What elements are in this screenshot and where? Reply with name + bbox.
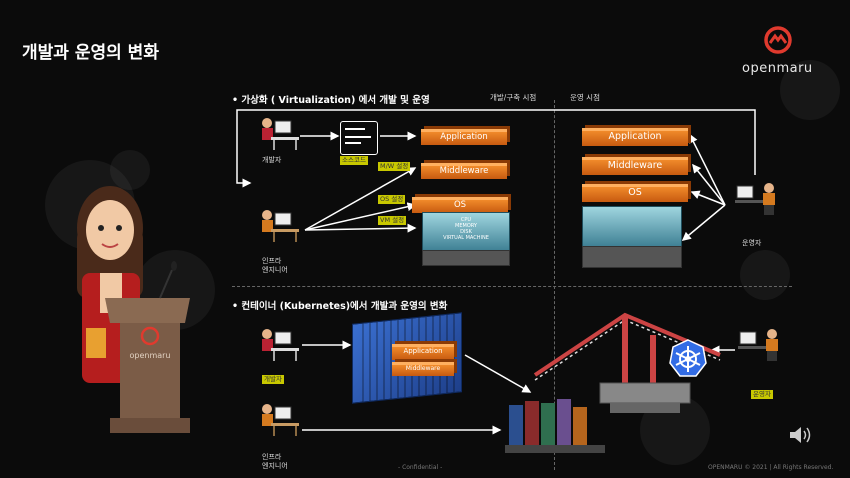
source-code-tag: 소스코드 [340,156,368,165]
bokeh-circle [740,250,790,300]
vm-setting-tag: VM 설정 [378,216,407,225]
footer-copyright: OPENMARU © 2021 | All Rights Reserved. [708,464,834,471]
layer-application-left: Application [421,129,507,145]
os-setting-tag: OS 설정 [378,195,406,204]
developer-label-container: 개발자 [262,375,284,384]
infra-engineer-figure-icon [257,403,302,442]
developer-label: 개발자 [262,156,282,164]
infra-label-2-container: 엔지니어 [262,462,288,470]
presenter-character-icon: openmaru [60,178,200,438]
server-memory-text: MEMORY [455,223,477,229]
kubernetes-icon [668,338,708,378]
container-layer-application: Application [392,344,454,360]
server-rack-right [582,246,682,268]
server-disk-text: DISK [460,229,472,235]
virtual-server-right [582,206,682,248]
speaker-icon[interactable] [788,424,814,446]
operator-figure-icon [735,180,780,222]
mw-setting-tag: M/W 설정 [378,162,411,171]
openmaru-logo-icon [764,26,792,54]
infra-label-1-container: 인프라 [262,453,282,461]
infra-label-2: 엔지니어 [262,266,288,274]
server-cpu-text: CPU [460,217,472,223]
section-divider [232,286,792,287]
operator-label: 운영자 [742,239,762,247]
operator-figure-icon [738,326,783,368]
layer-middleware-right: Middleware [582,157,688,175]
server-rack-left [422,250,510,266]
container-stacks-icon [505,395,605,457]
container-heading: • 컨테이너 (Kubernetes)에서 개발과 운영의 변화 [232,301,448,312]
source-code-icon [340,121,378,155]
infra-engineer-figure-icon [257,209,302,248]
operator-label-container: 운영자 [751,390,773,399]
bokeh-circle [780,60,840,120]
col-dev-label: 개발/구축 시점 [490,93,537,102]
virtualization-heading: • 가상화 ( Virtualization) 에서 개발 및 운영 [232,95,430,106]
infra-label-1: 인프라 [262,257,282,265]
server-vm-text: VIRTUAL MACHINE [443,235,489,241]
virtual-server-left: CPU MEMORY DISK VIRTUAL MACHINE [422,212,510,252]
layer-middleware-left: Middleware [421,163,507,179]
svg-text:openmaru: openmaru [129,351,170,360]
logo-text: openmaru [742,61,813,76]
phase-divider [554,100,555,470]
slide-title: 개발과 운영의 변화 [22,43,159,63]
col-ops-label: 운영 시점 [570,93,600,102]
layer-os-left: OS [412,197,508,213]
developer-figure-icon [257,117,302,156]
developer-figure-icon [257,328,302,367]
layer-os-right: OS [582,184,688,202]
layer-application-right: Application [582,128,688,146]
bokeh-circle [110,150,150,190]
container-layer-middleware: Middleware [392,362,454,376]
footer-confidential: - Confidential - [398,464,443,471]
